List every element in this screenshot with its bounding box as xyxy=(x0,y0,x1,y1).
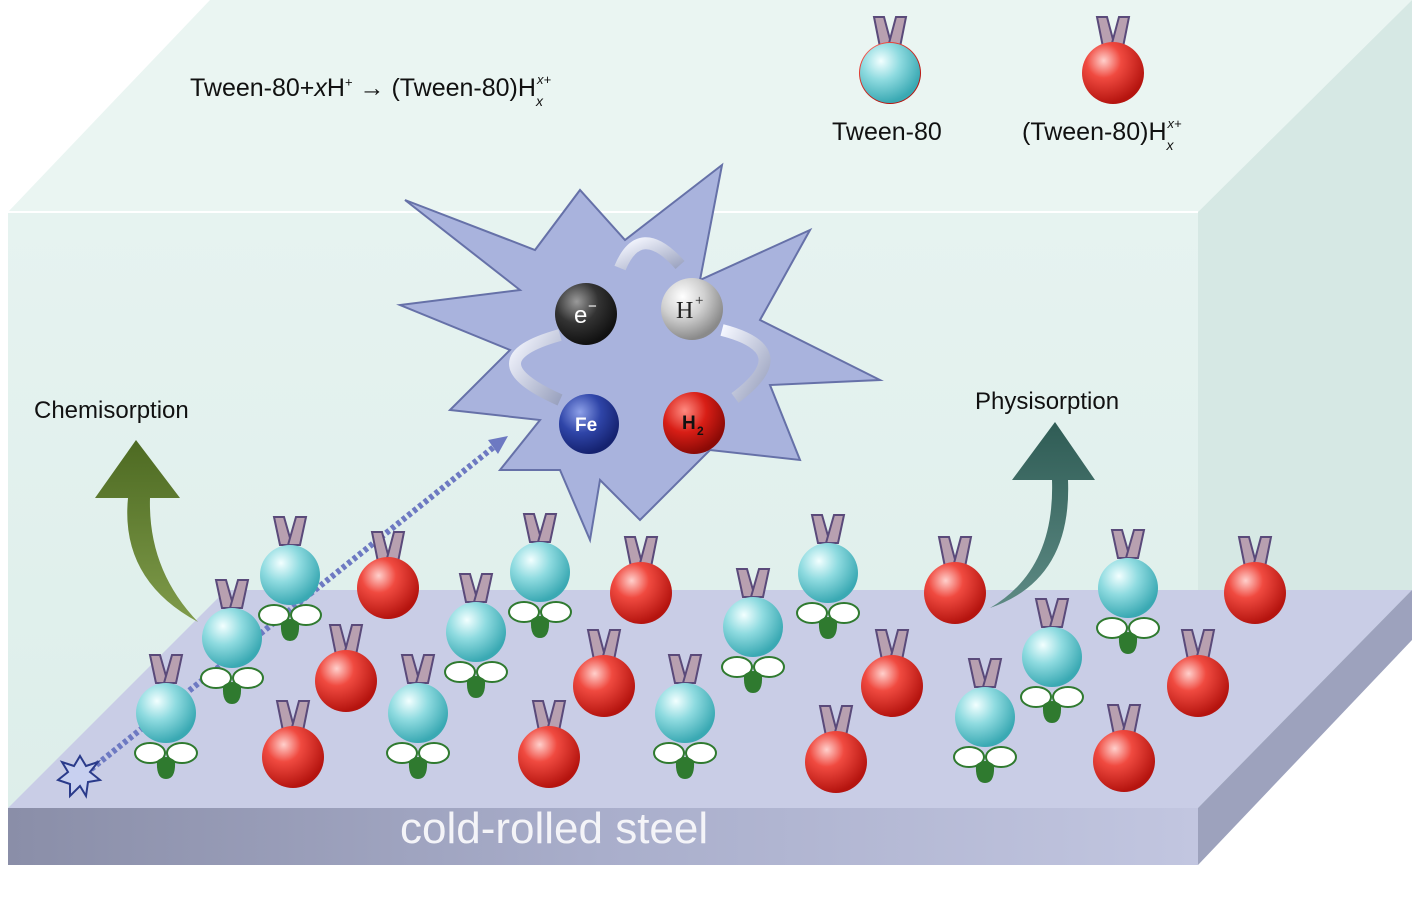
proton-sup: + xyxy=(695,293,703,309)
electron-transfer-path xyxy=(78,439,502,781)
iron-label: Fe xyxy=(575,415,597,436)
physisorption-arrow xyxy=(990,422,1095,608)
electron-sup: − xyxy=(588,298,597,315)
legend-tween-ball xyxy=(860,43,920,103)
corrosion-star xyxy=(396,162,884,544)
physisorption-label: Physisorption xyxy=(975,388,1120,415)
equation-h: H xyxy=(326,74,345,102)
steel-side-face xyxy=(1198,590,1412,865)
equation-x: x xyxy=(314,74,327,102)
electron-label: e xyxy=(574,302,587,329)
hydrogen-label: H xyxy=(682,413,696,434)
chemisorption-arrow xyxy=(95,440,198,622)
cycle-ring-left xyxy=(509,329,563,406)
equation-sub-x: x xyxy=(535,93,543,109)
equation-plus-charge: + xyxy=(344,74,353,90)
proton-ball: H + xyxy=(661,278,723,340)
corrosion-site-star xyxy=(55,754,103,799)
cycle-ring-top xyxy=(614,237,685,271)
steel-front-face xyxy=(8,808,1198,865)
legend-sup-xplus: x+ xyxy=(1167,116,1182,131)
cycle-ring-right xyxy=(720,324,771,403)
equation-rhs: → (Tween-80)H xyxy=(352,74,536,102)
legend-tween-label: Tween-80 xyxy=(832,118,942,146)
steel-label: cold-rolled steel xyxy=(400,804,709,853)
chemisorption-label: Chemisorption xyxy=(34,397,189,424)
box-top-face xyxy=(8,0,1412,212)
hydrogen-ball: H 2 xyxy=(663,392,725,454)
legend-sub-x: x xyxy=(1166,137,1174,153)
electron-ball: e − xyxy=(555,283,617,345)
equation-sup-xplus: x+ xyxy=(536,72,552,87)
iron-ball: Fe xyxy=(559,394,619,454)
legend-protonated-text: (Tween-80)H xyxy=(1022,118,1167,146)
reaction-equation: Tween-80+xH+ → (Tween-80)Hxx+ xyxy=(190,72,552,109)
equation-lhs: Tween-80+ xyxy=(190,74,315,102)
legend-protonated-label: (Tween-80)Hx x+ xyxy=(1022,116,1182,153)
electron-path-arrowhead xyxy=(488,436,508,454)
proton-label: H xyxy=(676,298,693,324)
hydrogen-sub: 2 xyxy=(697,424,704,438)
